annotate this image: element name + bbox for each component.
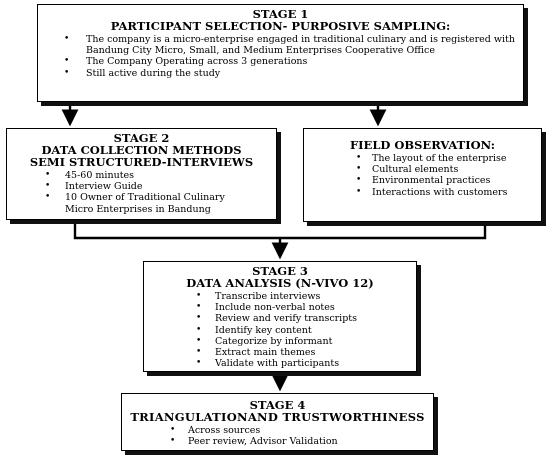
stage2-label: STAGE 2 (113, 131, 170, 145)
stage2-title-line2: SEMI STRUCTURED-INTERVIEWS (29, 155, 254, 169)
list-item-text: Cultural elements (372, 164, 459, 176)
bullet-icon: • (170, 436, 176, 447)
stage4-bullet-list: • Across sources • Peer review, Advisor … (130, 425, 425, 447)
list-item-text: Identify key content (215, 324, 312, 336)
stage4-title: TRIANGULATIONAND TRUSTWORTHINESS (130, 410, 425, 424)
list-item-text: The Company Operating across 3 generatio… (86, 56, 308, 68)
bullet-icon: • (64, 56, 70, 67)
stage2-title-line1: DATA COLLECTION METHODS (41, 143, 242, 157)
stage1-label: STAGE 1 (252, 7, 309, 21)
list-item: • 45-60 minutes (45, 170, 254, 181)
list-item: • Cultural elements (356, 164, 533, 176)
stage3-title: DATA ANALYSIS (N-VIVO 12) (186, 276, 374, 290)
list-item-text: The layout of the enterprise (372, 153, 507, 164)
list-item: • Review and verify transcripts (196, 313, 408, 325)
list-item-text: Review and verify transcripts (215, 313, 357, 325)
list-item-text: 10 Owner of Traditional Culinary Micro E… (65, 192, 225, 215)
bullet-icon: • (356, 164, 362, 175)
bullet-icon: • (196, 358, 202, 369)
bullet-icon: • (196, 302, 202, 313)
bullet-icon: • (356, 186, 362, 197)
list-item-text: Validate with participants (215, 358, 340, 370)
list-item: • Still active during the study (64, 67, 515, 79)
stage3-bullet-list: • Transcribe interviews • Include non-ve… (152, 291, 408, 369)
list-item-text: Include non-verbal notes (215, 302, 335, 314)
list-item-text: Environmental practices (372, 175, 491, 187)
list-item-text: Peer review, Advisor Validation (188, 436, 338, 448)
stage1-title: PARTICIPANT SELECTION- PURPOSIVE SAMPLIN… (110, 19, 451, 33)
list-item: • The Company Operating across 3 generat… (64, 56, 515, 68)
stage1-box: STAGE 1 PARTICIPANT SELECTION- PURPOSIVE… (37, 4, 524, 102)
field-observation-title: FIELD OBSERVATION: (350, 138, 495, 152)
list-item-text: 45-60 minutes (65, 170, 135, 181)
bullet-icon: • (196, 313, 202, 324)
list-item-text: Still active during the study (86, 67, 221, 79)
list-item-text: The company is a micro-enterprise engage… (86, 34, 515, 57)
list-item: • Across sources (170, 425, 425, 436)
bullet-icon: • (45, 181, 51, 192)
list-item: • Identify key content (196, 324, 408, 336)
bullet-icon: • (196, 347, 202, 358)
bullet-icon: • (196, 335, 202, 346)
list-item: • 10 Owner of Traditional Culinary Micro… (45, 192, 254, 215)
stage4-box: STAGE 4 TRIANGULATIONAND TRUSTWORTHINESS… (121, 393, 434, 451)
list-item: • Extract main themes (196, 347, 408, 359)
list-item: • Validate with participants (196, 358, 408, 370)
bullet-icon: • (64, 67, 70, 78)
list-item-text: Transcribe interviews (215, 291, 321, 302)
stage4-label: STAGE 4 (249, 398, 306, 412)
list-item: • Transcribe interviews (196, 291, 408, 302)
field-observation-box: FIELD OBSERVATION: • The layout of the e… (303, 128, 542, 222)
bullet-icon: • (356, 153, 362, 163)
list-item: • The company is a micro-enterprise enga… (64, 34, 515, 57)
list-item: • Include non-verbal notes (196, 302, 408, 314)
list-item: • Interview Guide (45, 181, 254, 193)
bullet-icon: • (45, 170, 51, 180)
stage2-box: STAGE 2 DATA COLLECTION METHODS SEMI STR… (6, 128, 277, 220)
list-item: • Peer review, Advisor Validation (170, 436, 425, 448)
bullet-icon: • (45, 192, 51, 203)
bullet-icon: • (64, 34, 70, 44)
field-observation-bullet-list: • The layout of the enterprise • Cultura… (312, 153, 533, 198)
list-item: • Interactions with customers (356, 186, 533, 198)
list-item-text: Interactions with customers (372, 186, 508, 198)
list-item-text: Extract main themes (215, 347, 316, 359)
list-item: • Categorize by informant (196, 335, 408, 347)
list-item: • The layout of the enterprise (356, 153, 533, 164)
bullet-icon: • (170, 425, 176, 435)
list-item-text: Across sources (188, 425, 261, 436)
stage1-bullet-list: • The company is a micro-enterprise enga… (46, 34, 515, 79)
bullet-icon: • (356, 175, 362, 186)
connector-stage2-bracket (73, 220, 487, 240)
list-item-text: Categorize by informant (215, 335, 333, 347)
list-item-text: Interview Guide (65, 181, 143, 193)
stage3-box: STAGE 3 DATA ANALYSIS (N-VIVO 12) • Tran… (143, 261, 417, 372)
list-item: • Environmental practices (356, 175, 533, 187)
stage3-label: STAGE 3 (252, 264, 308, 278)
bullet-icon: • (196, 324, 202, 335)
stage2-bullet-list: • 45-60 minutes • Interview Guide • 10 O… (15, 170, 268, 215)
bullet-icon: • (196, 291, 202, 301)
